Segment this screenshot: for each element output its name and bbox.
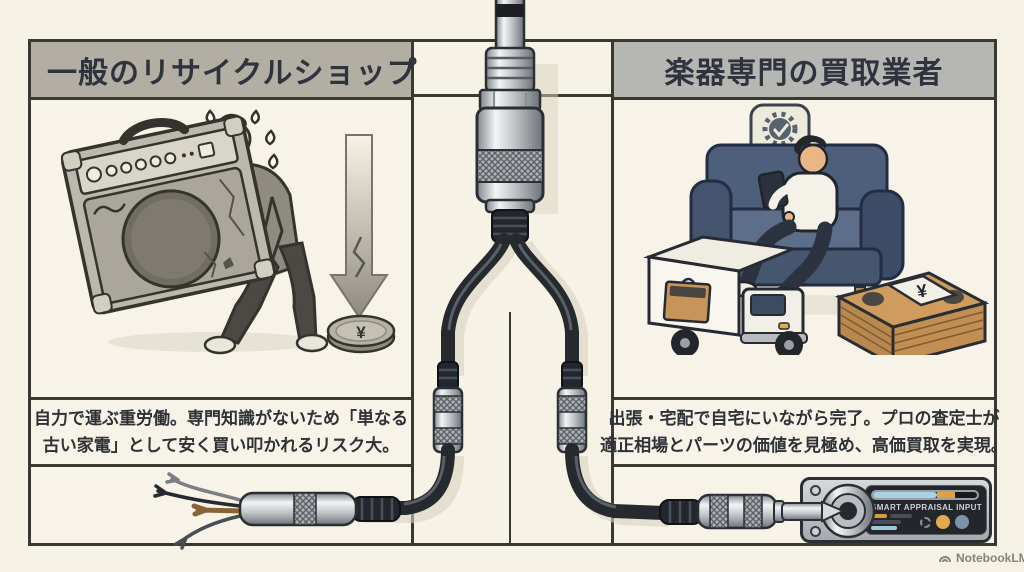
gray-button: [955, 515, 969, 529]
center-top-border: [411, 39, 614, 42]
recycle-shop-title-text: 一般のリサイクルショップ: [47, 56, 418, 90]
screw-icon: [810, 485, 821, 496]
progress-fill-orange: [937, 492, 956, 498]
notebooklm-logo-icon: [939, 556, 951, 563]
center-divider-line: [509, 312, 511, 544]
appraisal-progress-bar: [871, 490, 979, 500]
recycle-shop-header: 一般のリサイクルショップ: [31, 42, 417, 100]
recycle-shop-description: 自力で運ぶ重労働。専門知識がないため「単なる 古い家電」として安く買い叩かれるリ…: [31, 397, 411, 467]
watermark-text: NotebookLM: [956, 551, 1024, 565]
main-jack-plug: [475, 0, 545, 243]
device-indicator-bars: [871, 514, 912, 530]
instrument-buyer-title-text: 楽器専門の買取業者: [664, 56, 944, 90]
instrument-buyer-description-line1: 出張・宅配で自宅にいながら完了。プロの査定士が: [608, 409, 1000, 428]
notebooklm-watermark: NotebookLM: [938, 551, 1024, 565]
progress-fill-blue: [873, 492, 938, 498]
right-branch-connector: [556, 361, 588, 454]
recycle-shop-description-line2: 古い家電」として安く買い叩かれるリスク大。: [42, 436, 400, 455]
cable-right-branch: [509, 233, 579, 377]
device-label: SMART APPRAISAL INPUT: [871, 503, 983, 512]
strain-relief: [491, 209, 529, 243]
left-branch-connector: [432, 361, 464, 454]
instrument-buyer-description: 出張・宅配で自宅にいながら完了。プロの査定士が 適正相場とパーツの価値を見極め、…: [600, 397, 1008, 467]
dial-icon: [920, 516, 931, 528]
recycle-shop-description-line1: 自力で運ぶ重労働。専門知識がないため「単なる: [34, 409, 408, 428]
panel-recycle-shop: 一般のリサイクルショップ 自力で運ぶ重労働。専門知識がないため「単なる 古い家電…: [28, 39, 417, 546]
screw-icon: [810, 526, 821, 537]
center-bottom-border: [411, 543, 614, 546]
device-display: SMART APPRAISAL INPUT: [865, 485, 987, 535]
panel-instrument-buyer: 楽器専門の買取業者 出張・宅配で自宅にいながら完了。プロの査定士が 適正相場とパ…: [600, 39, 1008, 546]
instrument-buyer-description-line2: 適正相場とパーツの価値を見極め、高価買取を実現。: [600, 436, 1008, 455]
smart-appraisal-device: SMART APPRAISAL INPUT: [800, 477, 992, 543]
orange-button: [936, 515, 950, 529]
cable-left-branch: [441, 233, 511, 377]
center-header-border: [411, 94, 614, 97]
instrument-buyer-header: 楽器専門の買取業者: [614, 42, 994, 100]
